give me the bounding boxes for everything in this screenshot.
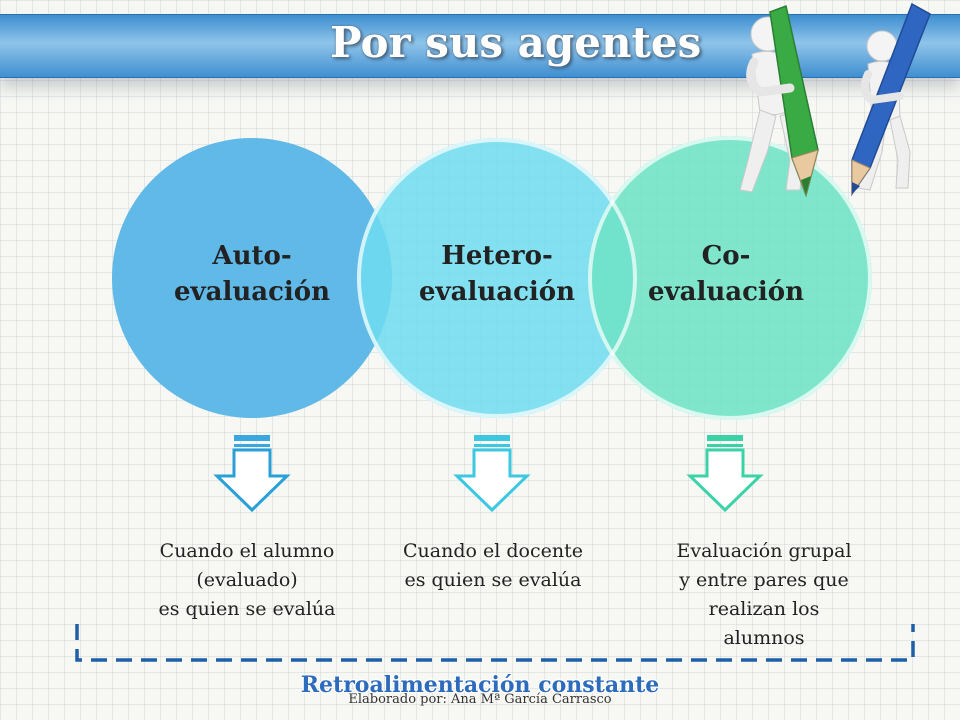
arrow-down-auto-icon <box>213 435 291 513</box>
figure-with-green-pencil-icon <box>739 4 819 198</box>
description-co-line2: y entre pares que <box>679 569 849 591</box>
arrow-down-co-icon <box>686 435 764 513</box>
circle-auto <box>112 138 392 418</box>
circle-label-co-line2: evaluación <box>647 277 805 307</box>
feedback-bracket <box>75 624 915 662</box>
title-bar <box>0 14 960 78</box>
page-title: Por sus agentes <box>330 18 702 67</box>
description-co-line3: realizan los <box>708 598 820 620</box>
description-auto-line3: es quien se evalúa <box>158 598 336 620</box>
figure-with-blue-pencil-icon <box>851 2 931 197</box>
circle-label-auto-line1: Auto- <box>212 241 292 271</box>
circle-co <box>588 136 872 420</box>
description-auto-line2: (evaluado) <box>196 569 298 591</box>
credit-text: Elaborado por: Ana Mª García Carrasco <box>348 692 612 707</box>
circle-hetero-outline <box>357 138 637 418</box>
circle-label-auto: Auto- evaluación <box>152 238 352 310</box>
description-co: Evaluación grupal y entre pares que real… <box>654 537 874 653</box>
circle-co-outline <box>588 136 872 420</box>
circle-label-co: Co- evaluación <box>626 238 826 310</box>
description-co-line1: Evaluación grupal <box>676 540 852 562</box>
description-hetero-line1: Cuando el docente <box>403 540 583 562</box>
description-hetero-line2: es quien se evalúa <box>404 569 582 591</box>
description-auto-line1: Cuando el alumno <box>159 540 335 562</box>
description-hetero: Cuando el docente es quien se evalúa <box>383 537 603 595</box>
description-co-line4: alumnos <box>723 627 805 649</box>
circle-label-co-line1: Co- <box>701 241 751 271</box>
circle-hetero <box>357 138 637 418</box>
circle-label-hetero-line2: evaluación <box>418 277 576 307</box>
circle-label-hetero: Hetero- evaluación <box>397 238 597 310</box>
circle-label-hetero-line1: Hetero- <box>441 241 553 271</box>
circle-label-auto-line2: evaluación <box>173 277 331 307</box>
description-auto: Cuando el alumno (evaluado) es quien se … <box>137 537 357 624</box>
arrow-down-hetero-icon <box>453 435 531 513</box>
feedback-label: Retroalimentación constante <box>300 672 660 698</box>
